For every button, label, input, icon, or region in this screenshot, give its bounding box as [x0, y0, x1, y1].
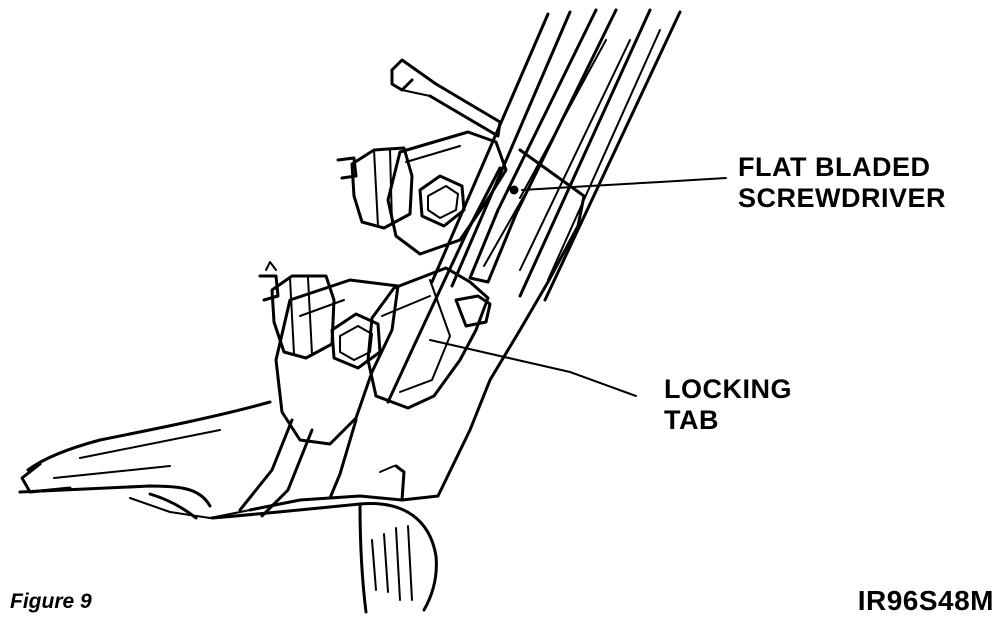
- lower-hex-nut: [330, 312, 382, 370]
- lower-bushing: [258, 261, 336, 360]
- screwdriver-label-line2: SCREWDRIVER: [738, 183, 947, 213]
- boot-cover: [210, 501, 438, 614]
- locking-tab-assembly: [366, 266, 492, 410]
- screwdriver-label-line1: FLAT BLADED: [738, 152, 931, 182]
- locking-tab-callout: LOCKING TAB: [664, 374, 792, 436]
- hand-boot: [18, 400, 272, 520]
- lower-frame: [238, 418, 406, 518]
- lower-bracket-plate: [274, 278, 400, 446]
- screwdriver-leader-line: [521, 177, 727, 191]
- figure-code: IR96S48M: [857, 585, 994, 616]
- upper-bushing: [336, 146, 414, 230]
- locking-tab-leader-line: [429, 339, 637, 397]
- l-shaped-rod: [390, 58, 502, 138]
- sliding-plate: [386, 148, 586, 502]
- figure-caption: Figure 9: [10, 590, 92, 613]
- upper-hex-nut: [418, 174, 466, 228]
- bracket-channel: [430, 8, 682, 302]
- screwdriver-callout: FLAT BLADED SCREWDRIVER: [738, 152, 946, 214]
- locking-tab-label-line2: TAB: [664, 405, 719, 435]
- screwdriver: [468, 8, 618, 284]
- locking-tab-label-line1: LOCKING: [664, 374, 792, 404]
